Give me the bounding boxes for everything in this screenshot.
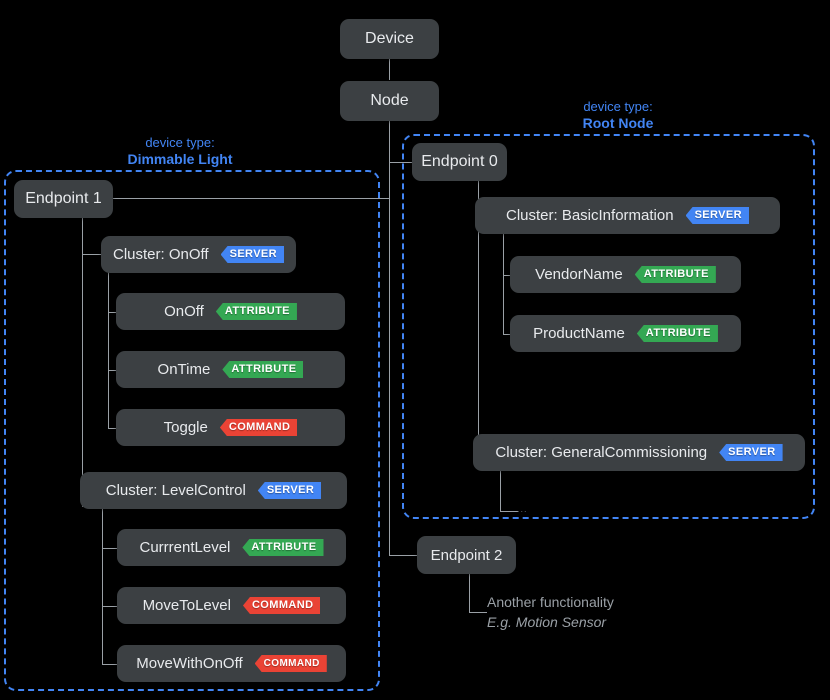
server-badge: SERVER bbox=[719, 444, 783, 461]
attribute-badge: ATTRIBUTE bbox=[242, 539, 324, 556]
cluster-label: Cluster: GeneralCommissioning bbox=[495, 444, 708, 461]
connector-generalcomm-more bbox=[500, 511, 518, 512]
endpoint-1-label: Endpoint 1 bbox=[25, 190, 102, 207]
connector-levelcontrol-trunk bbox=[102, 508, 103, 665]
server-badge: SERVER bbox=[685, 207, 749, 224]
connector-device-node bbox=[389, 58, 390, 80]
connector-basicinfo-trunk bbox=[503, 234, 504, 334]
node-box-endpoint-1[interactable]: Endpoint 1 bbox=[14, 180, 113, 218]
attribute-box-ontime[interactable]: OnTime ATTRIBUTE bbox=[116, 351, 345, 388]
connector-levelcontrol-item-1 bbox=[102, 606, 120, 607]
command-badge: COMMAND bbox=[219, 419, 298, 436]
connector-generalcomm-trunk bbox=[500, 471, 501, 512]
cluster-label: Cluster: LevelControl bbox=[105, 482, 246, 499]
device-type-prefix: device type: bbox=[145, 135, 215, 150]
attribute-box-onoff[interactable]: OnOff ATTRIBUTE bbox=[116, 293, 345, 330]
connector-endpoint2-note bbox=[469, 612, 487, 613]
attribute-badge: ATTRIBUTE bbox=[215, 303, 297, 320]
endpoint-2-note: Another functionality E.g. Motion Sensor bbox=[487, 592, 614, 632]
attribute-box-vendorname[interactable]: VendorName ATTRIBUTE bbox=[510, 256, 741, 293]
attribute-label: OnOff bbox=[164, 303, 204, 320]
attribute-badge: ATTRIBUTE bbox=[634, 266, 716, 283]
command-badge: COMMAND bbox=[254, 655, 327, 672]
attribute-box-currrentlevel[interactable]: CurrrentLevel ATTRIBUTE bbox=[117, 529, 346, 566]
cluster-box-levelcontrol[interactable]: Cluster: LevelControl SERVER bbox=[80, 472, 347, 509]
connector-endpoint0-trunk bbox=[478, 181, 479, 453]
command-box-movewithonoff[interactable]: MoveWithOnOff COMMAND bbox=[117, 645, 346, 682]
device-type-prefix: device type: bbox=[583, 99, 653, 114]
device-type-caption-root-node: device type: Root Node bbox=[528, 98, 708, 132]
connector-endpoint1-onoff bbox=[82, 254, 102, 255]
attribute-label: CurrrentLevel bbox=[139, 539, 231, 556]
more-items-ellipsis: ... bbox=[517, 504, 528, 514]
connector-trunk-endpoint2 bbox=[389, 555, 417, 556]
node-box-device[interactable]: Device bbox=[340, 19, 439, 59]
endpoint-2-note-line1: Another functionality bbox=[487, 594, 614, 610]
device-type-caption-dimmable-light: device type: Dimmable Light bbox=[90, 134, 270, 168]
command-box-movetolevel[interactable]: MoveToLevel COMMAND bbox=[117, 587, 346, 624]
command-label: MoveWithOnOff bbox=[136, 655, 243, 672]
device-type-name: Root Node bbox=[582, 115, 654, 131]
command-badge: COMMAND bbox=[242, 597, 321, 614]
attribute-badge: ATTRIBUTE bbox=[222, 361, 304, 378]
cluster-label: Cluster: OnOff bbox=[112, 246, 209, 263]
connector-levelcontrol-item-0 bbox=[102, 548, 120, 549]
connector-endpoint2-trunk bbox=[469, 573, 470, 613]
node-box-endpoint-2[interactable]: Endpoint 2 bbox=[417, 536, 516, 574]
attribute-label: ProductName bbox=[533, 325, 625, 342]
cluster-box-basicinformation[interactable]: Cluster: BasicInformation SERVER bbox=[475, 197, 780, 234]
attribute-box-productname[interactable]: ProductName ATTRIBUTE bbox=[510, 315, 741, 352]
device-label: Device bbox=[365, 30, 414, 47]
attribute-label: VendorName bbox=[535, 266, 623, 283]
connector-node-trunk bbox=[389, 120, 390, 556]
attribute-badge: ATTRIBUTE bbox=[636, 325, 718, 342]
connector-endpoint1-trunk bbox=[82, 217, 83, 507]
attribute-label: OnTime bbox=[157, 361, 211, 378]
endpoint-2-note-line2: E.g. Motion Sensor bbox=[487, 614, 607, 630]
server-badge: SERVER bbox=[220, 246, 285, 263]
command-box-toggle[interactable]: Toggle COMMAND bbox=[116, 409, 345, 446]
command-label: MoveToLevel bbox=[142, 597, 231, 614]
server-badge: SERVER bbox=[257, 482, 322, 499]
connector-trunk-endpoint0 bbox=[389, 162, 413, 163]
device-type-name: Dimmable Light bbox=[127, 151, 233, 167]
connector-trunk-endpoint1 bbox=[113, 198, 390, 199]
command-label: Toggle bbox=[163, 419, 208, 436]
connector-levelcontrol-item-2 bbox=[102, 664, 120, 665]
connector-onoff-trunk bbox=[108, 272, 109, 428]
node-label: Node bbox=[370, 92, 409, 109]
node-box-endpoint-0[interactable]: Endpoint 0 bbox=[412, 143, 507, 181]
cluster-label: Cluster: BasicInformation bbox=[505, 207, 674, 224]
node-box-node[interactable]: Node bbox=[340, 81, 439, 121]
cluster-box-onoff[interactable]: Cluster: OnOff SERVER bbox=[101, 236, 296, 273]
cluster-box-generalcommissioning[interactable]: Cluster: GeneralCommissioning SERVER bbox=[473, 434, 805, 471]
endpoint-0-label: Endpoint 0 bbox=[421, 153, 498, 170]
endpoint-2-label: Endpoint 2 bbox=[430, 546, 503, 564]
